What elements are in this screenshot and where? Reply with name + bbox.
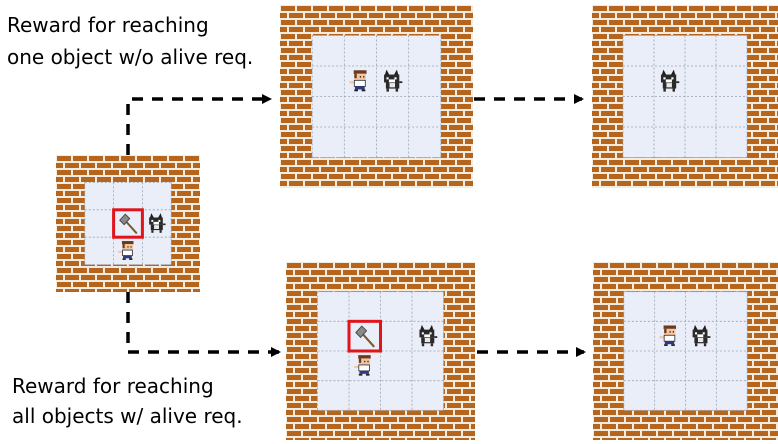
bottom-label-line1: Reward for reaching [12,374,214,398]
grid-initial [56,155,200,292]
arrow-initial-to-top [128,99,270,155]
arrow-initial-to-bottom [128,292,279,352]
top-label-line2: one object w/o alive req. [7,45,253,69]
grid-top-step2 [592,5,778,188]
top-label-line1: Reward for reaching [7,13,209,37]
bottom-label-line2: all objects w/ alive req. [12,404,243,428]
grid-bottom-step1 [286,262,475,440]
grid-top-step1 [280,5,473,188]
grid-bottom-step2 [593,262,778,440]
